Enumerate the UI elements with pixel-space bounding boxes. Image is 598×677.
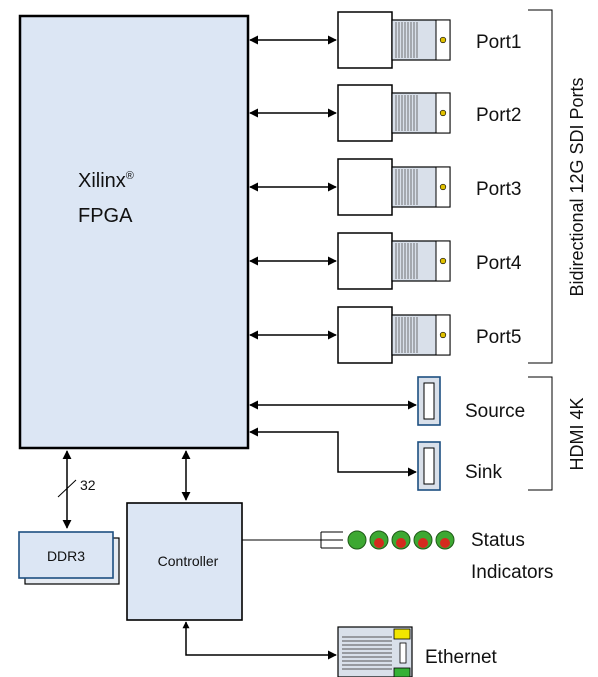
ethernet-label: Ethernet [425,647,498,668]
port2-label: Port2 [476,105,521,126]
fpga-type-label: FPGA [78,205,133,227]
sdi-connector-2 [337,84,451,142]
hdmi-group-bracket [528,376,553,491]
sdi-group-label: Bidirectional 12G SDI Ports [567,77,587,296]
sdi-arrows [249,35,337,340]
ethernet-connector [337,626,413,677]
hdmi-arrows [249,400,417,477]
hdmi-sink-label: Sink [465,462,502,483]
ddr3-bus-width: 32 [80,477,96,493]
controller-label: Controller [158,553,219,569]
hdmi-source-connector [417,376,441,426]
sdi-connector-1 [337,11,451,69]
hdmi-sink-connector [417,441,441,491]
port1-label: Port1 [476,32,521,53]
status-led-1-lens [352,538,362,548]
status-led-4-lens [418,538,428,548]
status-led-3-lens [396,538,406,548]
status-led-5-lens [440,538,450,548]
ddr3-bus [57,450,77,529]
ddr3-label: DDR3 [47,548,85,564]
ddr3-block: DDR3 [18,531,120,585]
status-label-line1: Status [471,530,525,551]
hdmi-group-label: HDMI 4K [567,397,587,470]
port5-label: Port5 [476,327,521,348]
status-leds [347,530,455,550]
sdi-connector-4 [337,232,451,290]
sdi-connector-3 [337,158,451,216]
status-label-line2: Indicators [471,562,553,583]
sdi-connector-5 [337,306,451,364]
fpga-block: Xilinx® FPGA [18,14,250,450]
sdi-group-bracket [528,9,553,364]
port4-label: Port4 [476,253,522,274]
fpga-vendor-label: Xilinx® [78,170,134,192]
status-lines [242,531,343,549]
hdmi-sink-arrow [249,427,417,477]
controller-ethernet-arrow [182,621,337,660]
controller-block: Controller [126,502,243,621]
port3-label: Port3 [476,179,521,200]
hdmi-source-label: Source [465,401,525,422]
status-led-2-lens [374,538,384,548]
